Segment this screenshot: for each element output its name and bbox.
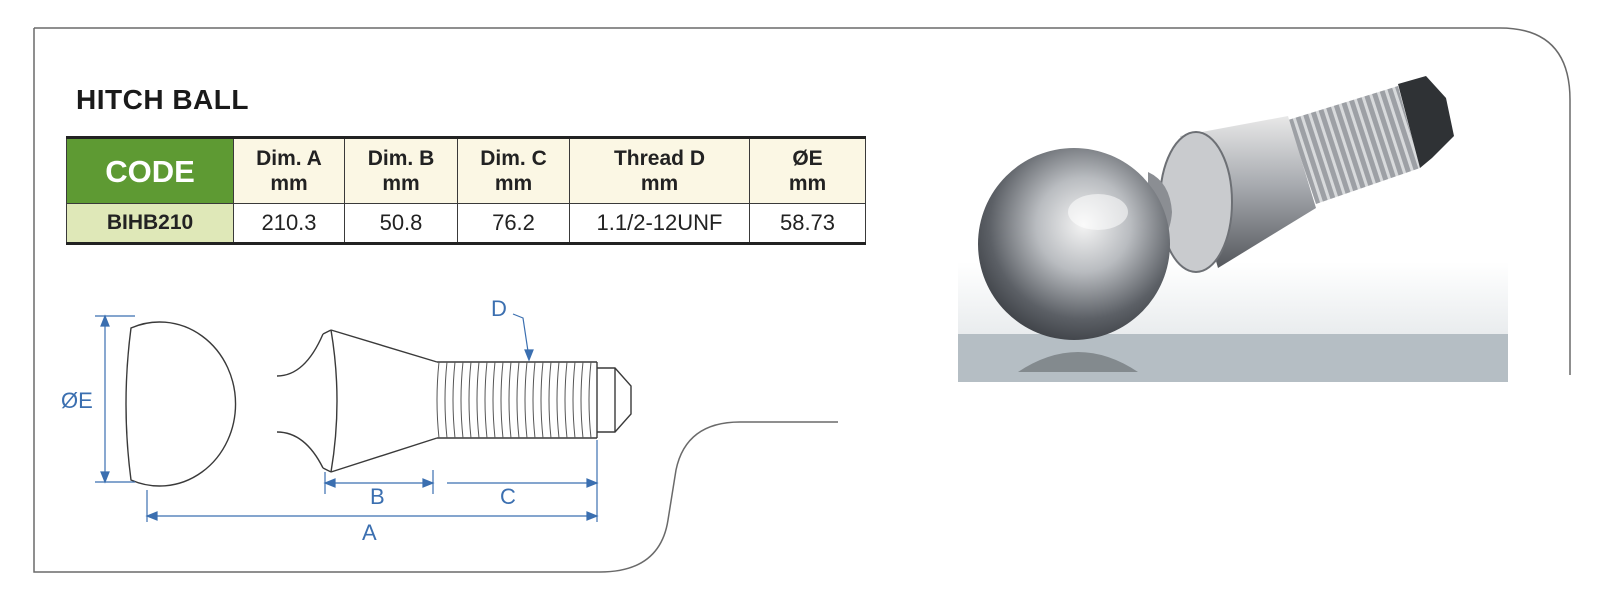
label-dia-e: ØE [61,388,93,413]
dimension-lines [95,313,599,522]
cell-code: BIHB210 [66,203,234,245]
label-b: B [370,484,385,509]
hitch-ball-drawing: ØE B C A D [61,296,632,545]
header-code: CODE [66,136,234,204]
page-title: HITCH BALL [76,84,249,115]
thread-grooves [436,361,592,439]
label-d: D [491,296,507,321]
product-photo [958,72,1508,382]
table-row: BIHB210 210.3 50.8 76.2 1.1/2-12UNF 58.7… [66,203,866,245]
label-c: C [500,484,516,509]
cell-thread-d: 1.1/2-12UNF [569,203,750,245]
cell-dia-e: 58.73 [749,203,866,245]
cell-dim-a: 210.3 [233,203,345,245]
cell-dim-c: 76.2 [457,203,570,245]
ball-outline [125,321,237,487]
cell-dim-b: 50.8 [344,203,458,245]
label-a: A [362,520,377,545]
